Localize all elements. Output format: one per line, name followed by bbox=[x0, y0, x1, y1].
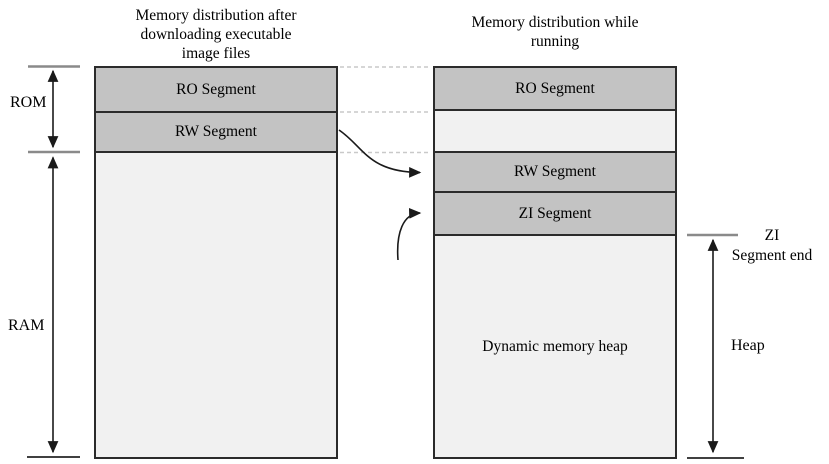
rw-relocation-arrow bbox=[338, 129, 422, 178]
zi-segment-end-line-1: ZI bbox=[764, 227, 780, 244]
right-title-line-2: running bbox=[530, 33, 580, 50]
right-title-line-1: Memory distribution while bbox=[471, 14, 639, 31]
right-zi-segment-label: ZI Segment bbox=[518, 204, 592, 222]
right-rw-segment-label: RW Segment bbox=[514, 163, 596, 180]
dynamic-memory-heap-label: Dynamic memory heap bbox=[482, 337, 628, 355]
right-unused-gap-area bbox=[435, 111, 675, 153]
left-free-ram-area bbox=[96, 153, 336, 455]
left-title-line-1: Memory distribution after bbox=[135, 7, 297, 24]
right-memory-column: RO Segment RW Segment ZI Segment Dynamic… bbox=[433, 66, 677, 459]
left-ro-segment-label: RO Segment bbox=[176, 80, 256, 98]
zi-segment-end-line-2: Segment end bbox=[731, 247, 813, 264]
zi-segment-end-label: ZI Segment end bbox=[715, 226, 829, 266]
left-rw-segment-label: RW Segment bbox=[175, 123, 257, 140]
left-title-line-3: image files bbox=[181, 45, 251, 62]
right-ro-segment-label: RO Segment bbox=[515, 79, 595, 97]
left-title-line-2: downloading executable bbox=[140, 26, 292, 43]
dynamic-memory-heap-area: Dynamic memory heap bbox=[435, 236, 675, 457]
left-ro-segment: RO Segment bbox=[96, 68, 336, 113]
rom-label: ROM bbox=[10, 94, 47, 111]
right-ro-segment: RO Segment bbox=[435, 68, 675, 111]
left-memory-column: RO Segment RW Segment bbox=[94, 66, 338, 459]
zi-pointer-arrow bbox=[396, 207, 422, 261]
left-rw-segment: RW Segment bbox=[96, 113, 336, 153]
right-rw-segment: RW Segment bbox=[435, 153, 675, 193]
left-column-title: Memory distribution after downloading ex… bbox=[96, 6, 336, 63]
right-column-title: Memory distribution while running bbox=[435, 13, 675, 51]
right-zi-segment: ZI Segment bbox=[435, 193, 675, 236]
heap-label: Heap bbox=[731, 337, 765, 354]
ram-label: RAM bbox=[8, 317, 45, 334]
